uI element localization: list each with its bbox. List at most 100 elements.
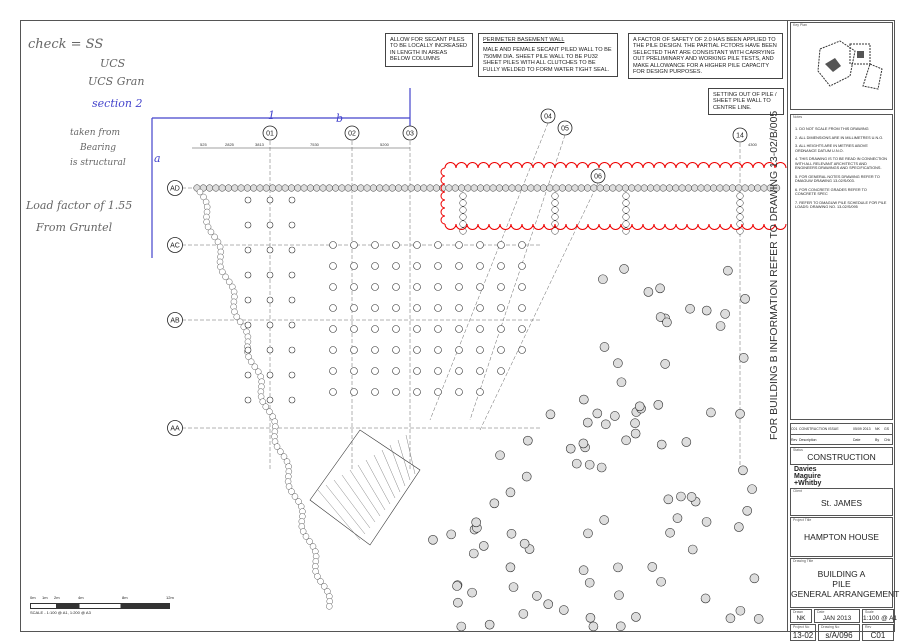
drawing-frame <box>20 20 895 632</box>
grid-label: AB <box>170 318 180 325</box>
ap-pile <box>476 367 484 375</box>
ap-pile <box>497 304 505 312</box>
secant-pile <box>344 184 352 192</box>
existing-pile <box>614 590 624 601</box>
existing-pile <box>613 562 623 573</box>
secant-pile <box>634 184 642 192</box>
grid-line <box>479 182 599 431</box>
ap-pile <box>497 346 505 354</box>
secant-pile <box>489 184 497 192</box>
ap-pile <box>350 283 358 291</box>
ap-pile <box>371 388 379 396</box>
building-b-reference-note: FOR BUILDING B INFORMATION REFER TO DRAW… <box>768 110 780 440</box>
secant-pile <box>571 184 579 192</box>
scale-value: 1:100 @ A1 <box>863 615 898 622</box>
existing-pile <box>676 491 686 502</box>
ap-pile <box>434 283 442 291</box>
secant-pile <box>332 184 340 192</box>
ap-pile <box>288 321 296 329</box>
existing-pile <box>706 407 716 418</box>
scale-label: Scale <box>865 610 874 614</box>
ap-pile <box>244 196 252 204</box>
handwritten-ucs-gran: UCS Gran <box>88 75 145 88</box>
secant-pile <box>369 184 377 192</box>
rev-cell: C01 <box>791 427 798 431</box>
status-value: CONSTRUCTION <box>807 452 876 462</box>
ap-pile <box>244 321 252 329</box>
secant-pile <box>716 184 724 192</box>
date-cell: 05/09 2013 <box>853 427 871 431</box>
existing-pile <box>685 303 695 314</box>
grid-bubble <box>344 125 360 141</box>
handwritten-from: From Gruntel <box>36 221 113 234</box>
secant-pile <box>684 184 692 192</box>
ap-pile <box>392 283 400 291</box>
ap-pile <box>371 283 379 291</box>
existing-pile <box>578 438 589 449</box>
secant-pile <box>703 184 711 192</box>
dimension-text: 525 <box>200 142 207 147</box>
scale-tick: 0m <box>30 595 36 600</box>
existing-pile <box>467 587 477 598</box>
ap-pile <box>455 388 463 396</box>
ap-pile <box>392 367 400 375</box>
secant-pile <box>521 184 529 192</box>
existing-pile <box>655 312 666 322</box>
ap-pile <box>288 196 296 204</box>
secant-pile <box>269 184 277 192</box>
project-no-value: 13-02 <box>792 631 814 640</box>
revision-table: C01 CONSTRUCTION ISSUE 05/09 2013 NK GS … <box>790 423 893 445</box>
note-secant-piles: ALLOW FOR SECANT PILES TO BE LOCALLY INC… <box>385 33 473 67</box>
existing-pile <box>686 492 697 502</box>
pile <box>622 213 630 221</box>
secant-pile <box>647 184 655 192</box>
existing-pile <box>559 605 569 615</box>
secant-pile <box>231 184 239 192</box>
sheet-pile <box>262 403 269 410</box>
secant-pile <box>514 184 522 192</box>
ap-pile <box>518 241 526 249</box>
grid-label: AC <box>170 243 180 250</box>
existing-pile <box>747 484 757 494</box>
handwritten-b: b <box>336 112 344 125</box>
scale-bar: 0m 1m 2m 4m 8m 12m SCALE - 1:100 @ A1, 1… <box>30 595 174 615</box>
existing-pile <box>700 593 711 604</box>
handwritten-ucs: UCS <box>100 57 126 70</box>
ap-pile <box>434 346 442 354</box>
note-setting-out: SETTING OUT OF PILE / SHEET PILE WALL TO… <box>708 88 784 116</box>
project-value: HAMPTON HOUSE <box>804 532 879 542</box>
ap-pile <box>476 283 484 291</box>
hatch-line <box>365 459 391 505</box>
ap-pile <box>392 304 400 312</box>
existing-pile <box>584 577 595 588</box>
existing-pile <box>655 283 665 294</box>
existing-pile <box>630 428 641 439</box>
secant-pile <box>609 184 617 192</box>
ap-pile <box>350 388 358 396</box>
secant-pile <box>382 184 390 192</box>
existing-pile <box>738 353 749 363</box>
existing-pile <box>489 498 500 509</box>
client-value: St. JAMES <box>820 498 863 508</box>
secant-pile <box>458 184 466 192</box>
sheet-pile <box>299 528 307 535</box>
secant-pile <box>710 184 718 192</box>
secant-pile <box>533 184 541 192</box>
existing-pile <box>687 544 698 555</box>
ap-pile <box>392 325 400 333</box>
ap-pile <box>350 304 358 312</box>
existing-pile <box>578 565 589 576</box>
date-header: Date <box>853 437 861 442</box>
secant-pile <box>420 184 428 192</box>
existing-pile <box>749 573 760 584</box>
revision-cloud <box>444 223 787 230</box>
ap-pile <box>371 241 379 249</box>
ap-pile <box>266 246 274 254</box>
secant-pile <box>672 184 680 192</box>
key-plan-sketch <box>817 40 883 90</box>
existing-pile <box>471 517 481 528</box>
note-text: ALLOW FOR SECANT PILES TO BE LOCALLY INC… <box>390 37 468 63</box>
drawing-no-label: Drawing No <box>821 625 840 629</box>
existing-pile <box>701 305 712 316</box>
